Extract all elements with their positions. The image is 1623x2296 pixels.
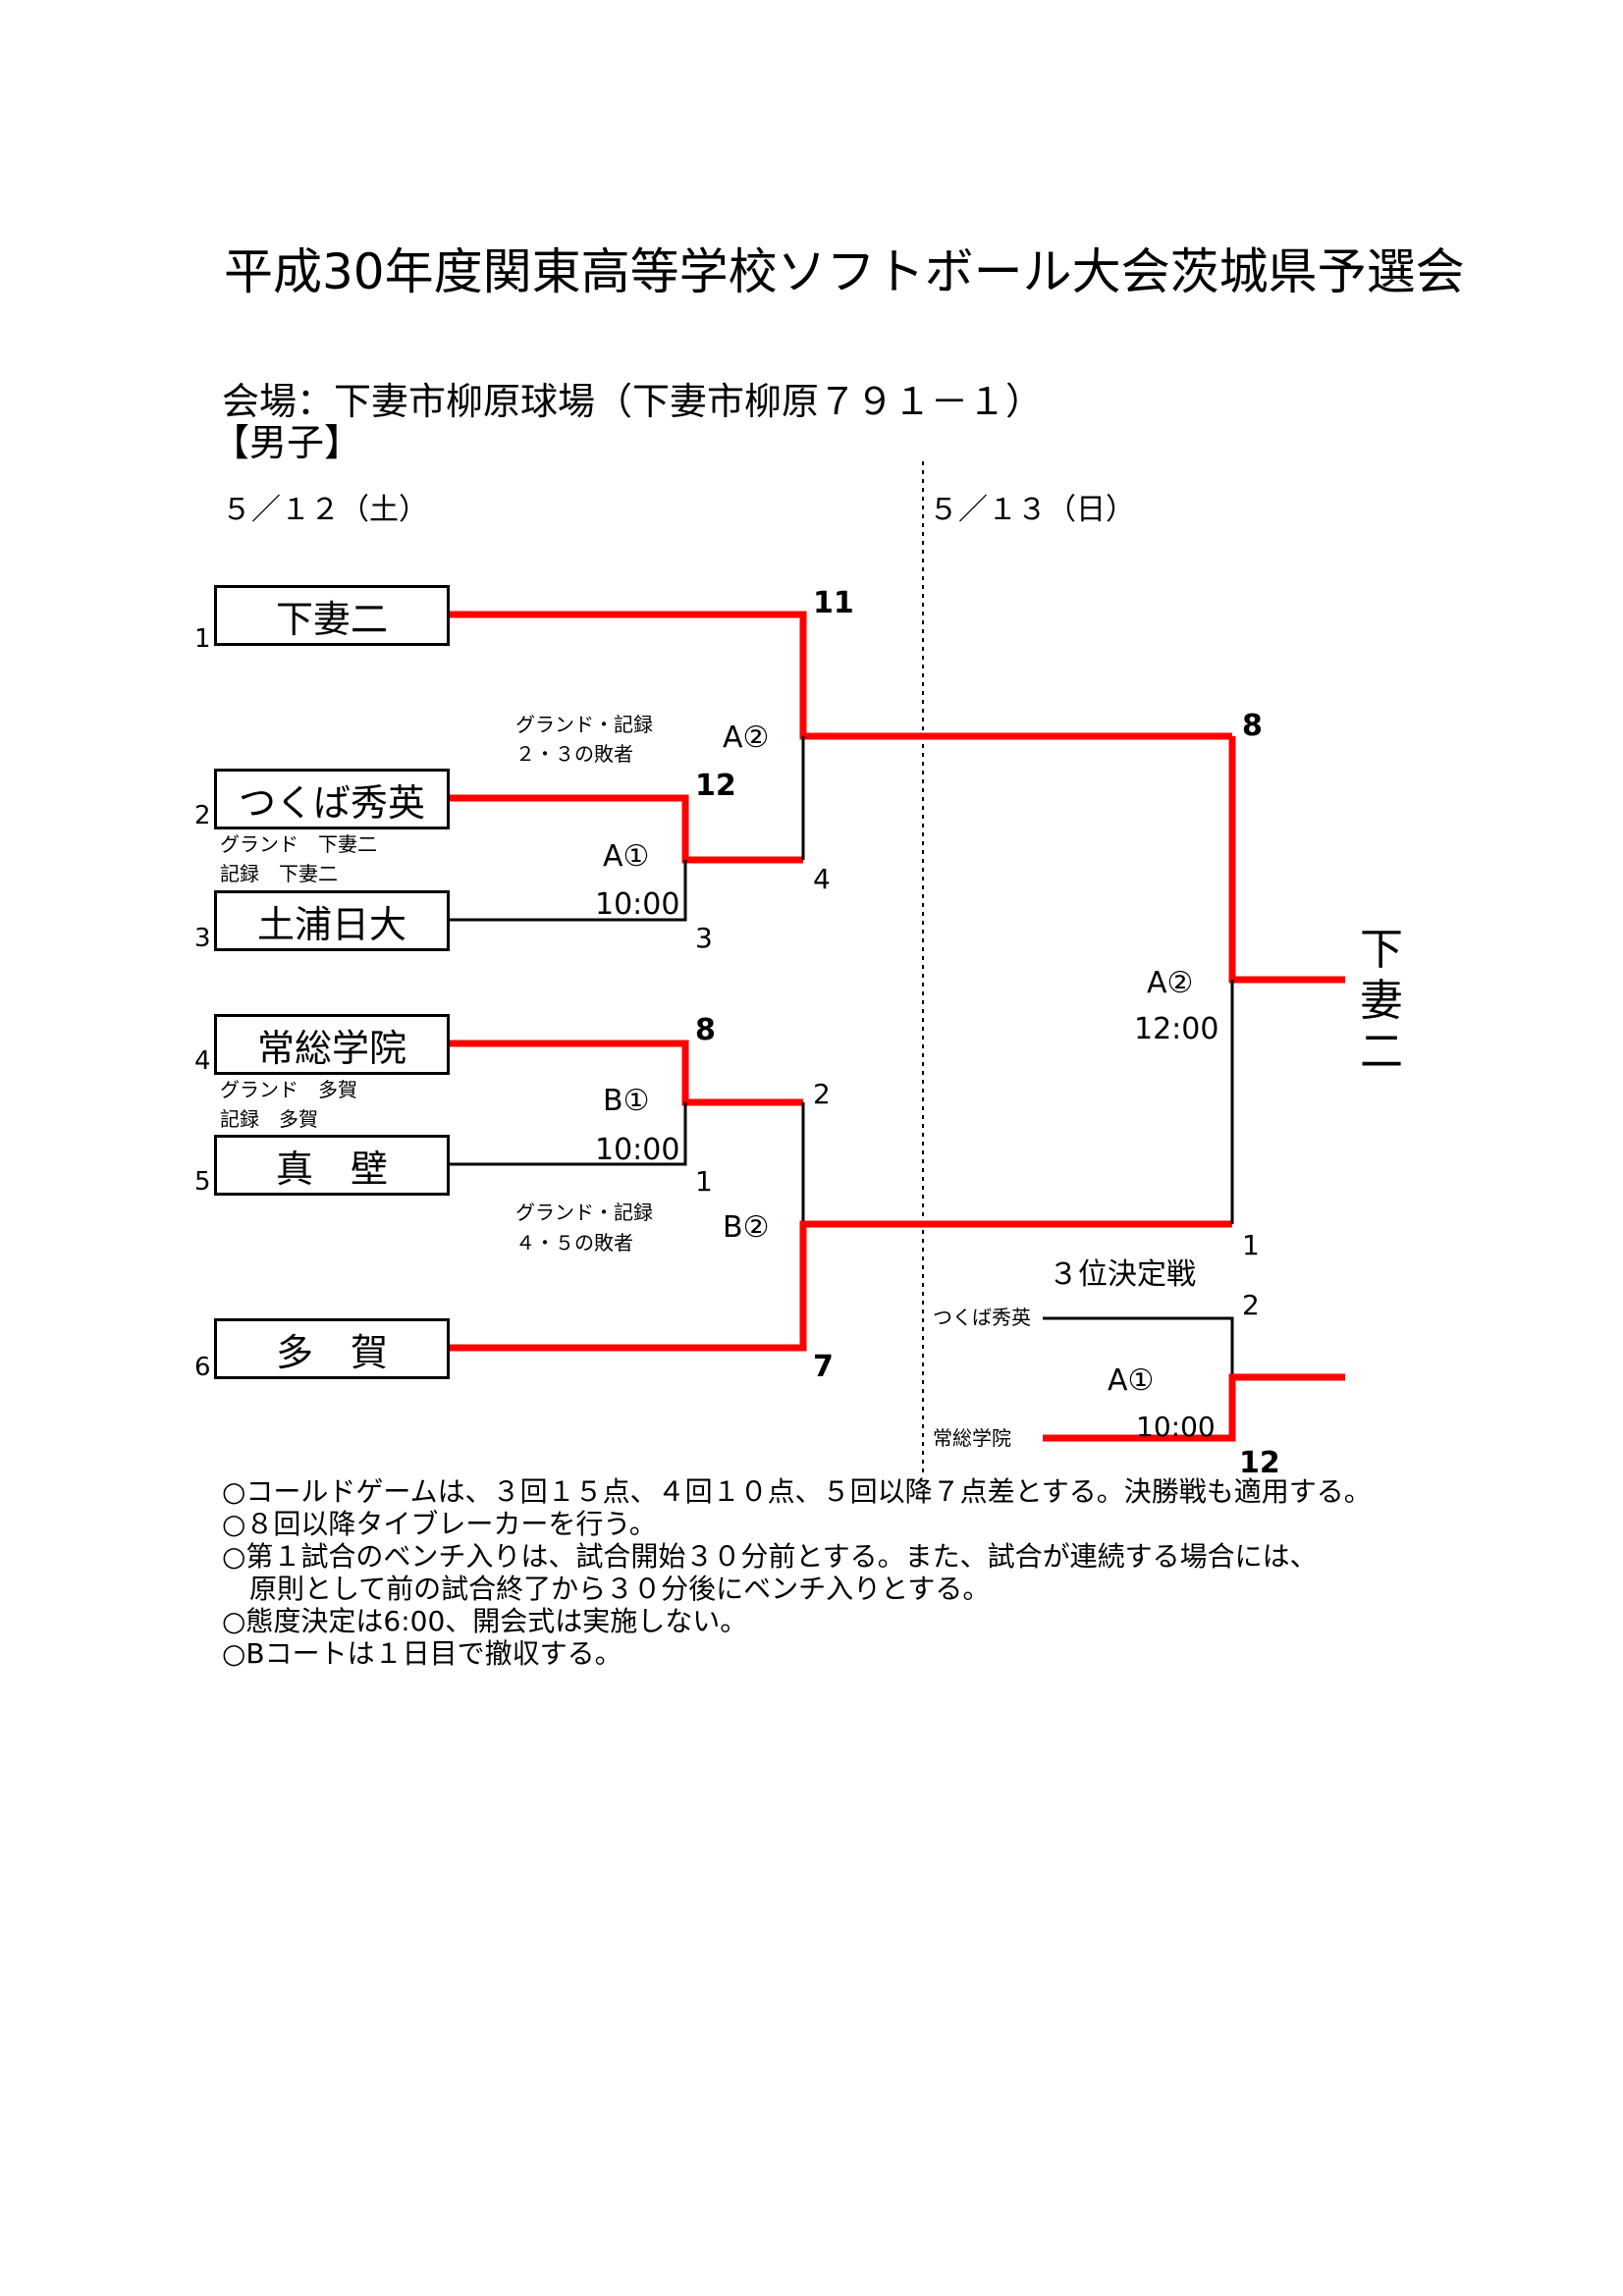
a1-time: 10:00 <box>595 887 680 922</box>
note-line: ○第１試合のベンチ入りは、試合開始３０分前とする。また、試合が連続する場合には、 <box>222 1540 1318 1573</box>
note-line: ○態度決定は6:00、開会式は実施しない。 <box>222 1605 748 1637</box>
team-box: 下妻二 <box>214 585 450 646</box>
duty-b1-line2: 記録 多賀 <box>220 1107 318 1131</box>
a1-top-score: 12 <box>695 769 736 803</box>
final-label: A② <box>1147 966 1194 1000</box>
third-time: 10:00 <box>1136 1411 1216 1443</box>
third-label: A① <box>1108 1363 1155 1398</box>
line-team4-winner <box>450 1040 803 1106</box>
a2-label: A② <box>723 721 770 755</box>
third-bottom-score: 12 <box>1239 1446 1280 1480</box>
b1-top-score: 8 <box>695 1013 716 1047</box>
line-team6-winner <box>450 1220 1232 1352</box>
seed-number: 1 <box>194 624 211 654</box>
a2-bottom-score: 4 <box>813 863 831 895</box>
day2-label: ５／１３（日） <box>929 493 1135 527</box>
b1-bottom-score: 1 <box>695 1165 713 1198</box>
line-third-winner <box>1043 1373 1345 1442</box>
b2-label: B② <box>723 1210 770 1245</box>
final-time: 12:00 <box>1134 1012 1219 1046</box>
third-top-team: つくば秀英 <box>933 1306 1031 1329</box>
team-name: 多 賀 <box>275 1330 388 1374</box>
team-box: 真 壁 <box>214 1135 450 1196</box>
note-line: ○８回以降タイブレーカーを行う。 <box>222 1508 657 1540</box>
duty-b1-line1: グランド 多賀 <box>220 1078 357 1101</box>
seed-number: 6 <box>194 1353 211 1382</box>
final-bottom-score: 1 <box>1242 1229 1260 1261</box>
team-name: 下妻二 <box>275 597 388 641</box>
team-name: 土浦日大 <box>256 902 406 946</box>
line-team2-winner <box>450 794 803 864</box>
seed-number: 4 <box>194 1046 211 1076</box>
champion-char: 二 <box>1360 1027 1403 1077</box>
duty-a2-line2: ２・３の敗者 <box>515 742 633 766</box>
a1-bottom-score: 3 <box>695 922 713 954</box>
line-final-winner <box>1228 736 1345 984</box>
page-title: 平成30年度関東高等学校ソフトボール大会茨城県予選会 <box>224 243 1465 300</box>
team-box: 常総学院 <box>214 1014 450 1075</box>
third-bottom-team: 常総学院 <box>933 1426 1011 1450</box>
champion-name: 下 妻 二 <box>1360 925 1403 1078</box>
b1-time: 10:00 <box>595 1133 680 1167</box>
seed-number: 3 <box>194 924 211 953</box>
duty-a1-line1: グランド 下妻二 <box>220 832 377 856</box>
division-label: 【男子】 <box>212 421 362 464</box>
duty-b2-line1: グランド・記録 <box>515 1201 653 1224</box>
champion-char: 妻 <box>1360 976 1403 1026</box>
line-third-top <box>1043 1316 1234 1377</box>
note-line: ○コールドゲームは、３回１５点、４回１０点、５回以降７点差とする。決勝戦も適用す… <box>222 1475 1372 1508</box>
line-team1-winner <box>450 611 1232 740</box>
b2-bottom-score: 7 <box>813 1350 834 1384</box>
team-name: つくば秀英 <box>238 780 425 825</box>
duty-a2-line1: グランド・記録 <box>515 713 653 736</box>
line-team5 <box>450 1102 687 1166</box>
seed-number: 2 <box>194 801 211 830</box>
notes: ○コールドゲームは、３回１５点、４回１０点、５回以降７点差とする。決勝戦も適用す… <box>222 1478 1372 1673</box>
day1-label: ５／１２（土） <box>222 493 428 527</box>
line-team3 <box>450 860 687 922</box>
team-box: 土浦日大 <box>214 890 450 951</box>
seed-number: 5 <box>194 1167 211 1197</box>
team-name: 常総学院 <box>256 1026 406 1070</box>
team-box: 多 賀 <box>214 1318 450 1379</box>
venue-text: 会場：下妻市柳原球場（下妻市柳原７９１－１） <box>222 380 1044 423</box>
final-top-score: 8 <box>1242 709 1263 743</box>
third-top-score: 2 <box>1242 1289 1260 1321</box>
team-name: 真 壁 <box>275 1147 388 1191</box>
b2-top-score: 2 <box>813 1078 831 1110</box>
third-title: ３位決定戦 <box>1049 1257 1196 1292</box>
duty-a1-line2: 記録 下妻二 <box>220 862 338 885</box>
note-line: ○Bコートは１日目で撤収する。 <box>222 1637 622 1670</box>
team-box: つくば秀英 <box>214 769 450 829</box>
note-line: 原則として前の試合終了から３０分後にベンチ入りとする。 <box>222 1573 991 1605</box>
a2-top-score: 11 <box>813 586 854 620</box>
duty-b2-line2: ４・５の敗者 <box>515 1231 633 1255</box>
champion-char: 下 <box>1360 925 1403 975</box>
b1-label: B① <box>603 1084 650 1118</box>
a1-label: A① <box>603 839 650 874</box>
